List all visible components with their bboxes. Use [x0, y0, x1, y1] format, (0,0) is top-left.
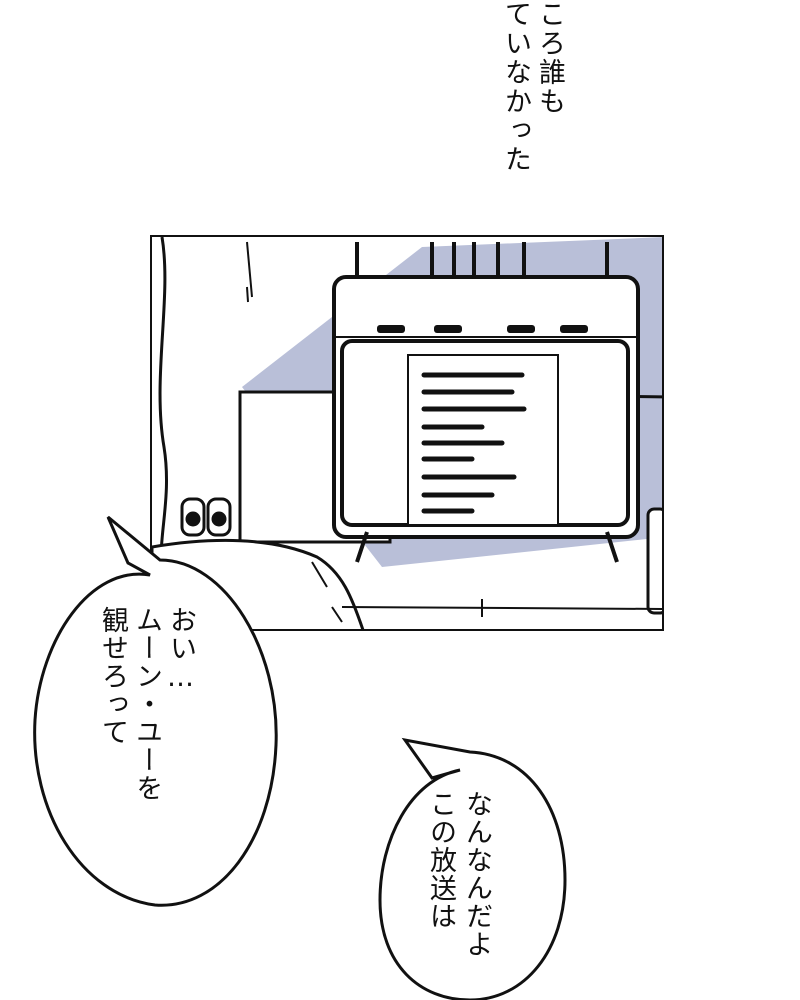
bubble-left-line-3: 観せろって: [97, 606, 128, 746]
speech-bubble-right-text: なんなんだよ この放送は: [422, 790, 494, 990]
speech-bubble-right: [378, 737, 567, 1000]
manga-panel: [150, 235, 664, 631]
bubble-right-line-2: この放送は: [425, 790, 456, 930]
speech-bubble-left-text: おい… ムーン・ユーを 観せろって: [95, 606, 197, 866]
narration-line-2: ていなかった: [500, 0, 531, 174]
bubble-left-line-1: おい…: [165, 606, 196, 694]
bubble-left-line-2: ムーン・ユーを: [131, 606, 162, 802]
narration-caption: ころ誰も ていなかった: [498, 0, 566, 200]
tv-illustration: [152, 237, 662, 629]
bubble-right-line-1: なんなんだよ: [461, 790, 492, 958]
speech-bubble-left: [33, 515, 278, 907]
narration-line-1: ころ誰も: [534, 0, 565, 116]
